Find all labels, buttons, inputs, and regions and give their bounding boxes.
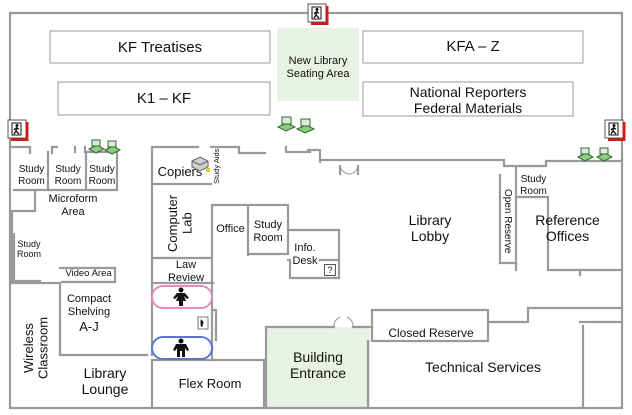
computer-lab-label: Computer Lab [165, 194, 195, 252]
copier-icon [191, 156, 210, 172]
building-entrance-bg [266, 327, 370, 409]
study-room-6-label: Study Room [520, 174, 547, 197]
study-room-2-label: Study Room [54, 164, 82, 187]
shelving-blocks [49, 30, 584, 117]
emergency-exit-icon [7, 119, 29, 141]
closed-reserve-label: Closed Reserve [388, 326, 474, 340]
open-reserve-label: Open Reserve [502, 188, 513, 254]
study-aids-label: Study Aids [212, 148, 221, 184]
office-label: Office [216, 223, 245, 235]
library-lobby-label: Library Lobby [408, 212, 452, 245]
k1-kf-label: K1 – KF [136, 90, 192, 107]
info-desk-label: Info. Desk [292, 242, 318, 267]
study-room-3-label: Study Room [88, 164, 116, 187]
info-desk-question-mark: ? [324, 264, 336, 276]
wireless-classroom-label: Wireless Classroom [21, 316, 51, 380]
national-reporters-label: National Reporters Federal Materials [409, 84, 527, 117]
flex-room-label: Flex Room [178, 376, 242, 391]
study-room-1-label: Study Room [18, 164, 45, 187]
study-room-4-label: Study Room [16, 239, 41, 260]
walls [8, 11, 624, 410]
door-swings [333, 165, 359, 328]
study-room-5-label: Study Room [253, 219, 283, 244]
kfa-z-label: KFA – Z [446, 38, 500, 55]
video-area-label: Video Area [65, 268, 112, 279]
restroom-men-icon [173, 338, 189, 357]
computer-workstation-icon [276, 116, 316, 134]
copiers-label: Copiers [157, 164, 203, 179]
compact-shelving-range-label: A-J [79, 319, 99, 334]
reference-offices-label: Reference Offices [535, 212, 600, 245]
law-review-label: Law Review [167, 259, 205, 284]
technical-services-label: Technical Services [425, 359, 541, 375]
kf-treatises-label: KF Treatises [117, 39, 203, 56]
new-library-seating-area-bg [277, 28, 359, 101]
microform-area-label: Microform Area [48, 193, 98, 218]
compact-shelving-label: Compact Shelving [66, 293, 112, 318]
telephone-icon [197, 316, 209, 330]
restroom-women-icon [173, 287, 189, 306]
new-library-seating-area-label: New Library Seating Area [286, 55, 350, 80]
emergency-exit-icon [307, 3, 329, 25]
library-lounge-label: Library Lounge [81, 365, 129, 398]
computer-workstation-icon [87, 139, 122, 155]
building-entrance-label: Building Entrance [289, 349, 347, 382]
computer-workstation-icon [576, 147, 614, 162]
emergency-exit-icon [604, 119, 626, 141]
